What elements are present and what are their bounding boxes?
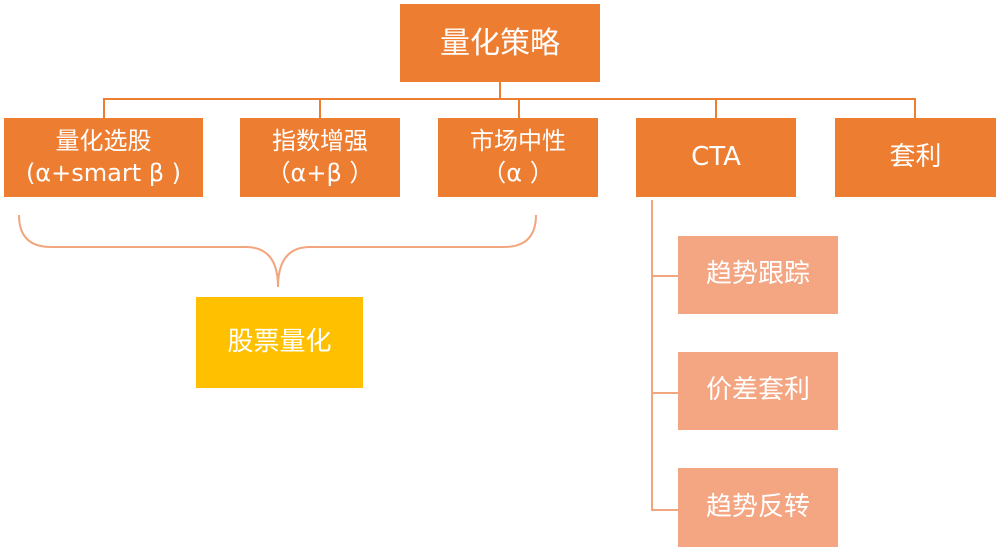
cta-branch-line-3 xyxy=(651,509,678,511)
category-sublabel: (α+smart β ) xyxy=(25,158,182,187)
category-label: 套利 xyxy=(889,141,942,172)
category-label: 量化选股 xyxy=(55,127,152,156)
category-node-index-enhancement: 指数增强 （α+β ） xyxy=(240,118,400,197)
group-node-stock-quant: 股票量化 xyxy=(196,297,363,388)
root-stem xyxy=(499,82,501,99)
top-bus xyxy=(103,98,916,100)
category-label: CTA xyxy=(691,141,741,172)
cta-child-trend-following: 趋势跟踪 xyxy=(678,236,838,314)
group-node-label: 股票量化 xyxy=(227,326,332,357)
drop-line-3 xyxy=(518,98,520,118)
cta-child-spread-arbitrage: 价差套利 xyxy=(678,352,838,430)
category-sublabel: （α+β ） xyxy=(266,158,374,187)
category-node-cta: CTA xyxy=(636,118,796,197)
category-node-market-neutral: 市场中性 （α ） xyxy=(438,118,598,197)
root-node-label: 量化策略 xyxy=(440,25,560,61)
cta-child-label: 价差套利 xyxy=(705,375,810,406)
category-sublabel: （α ） xyxy=(482,158,554,187)
drop-line-1 xyxy=(103,98,105,118)
cta-branch-line-1 xyxy=(651,275,678,277)
drop-line-5 xyxy=(914,98,916,118)
cta-branch-trunk xyxy=(651,200,653,511)
category-node-arbitrage: 套利 xyxy=(835,118,996,197)
cta-child-label: 趋势跟踪 xyxy=(705,259,810,290)
cta-child-trend-reversal: 趋势反转 xyxy=(678,468,838,547)
category-node-quant-stock-selection: 量化选股 (α+smart β ) xyxy=(4,118,203,197)
drop-line-2 xyxy=(319,98,321,118)
root-node: 量化策略 xyxy=(400,4,600,82)
category-label: 指数增强 xyxy=(272,127,368,156)
cta-child-label: 趋势反转 xyxy=(705,491,810,522)
cta-branch-line-2 xyxy=(651,392,678,394)
category-label: 市场中性 xyxy=(470,127,566,156)
drop-line-4 xyxy=(715,98,717,118)
